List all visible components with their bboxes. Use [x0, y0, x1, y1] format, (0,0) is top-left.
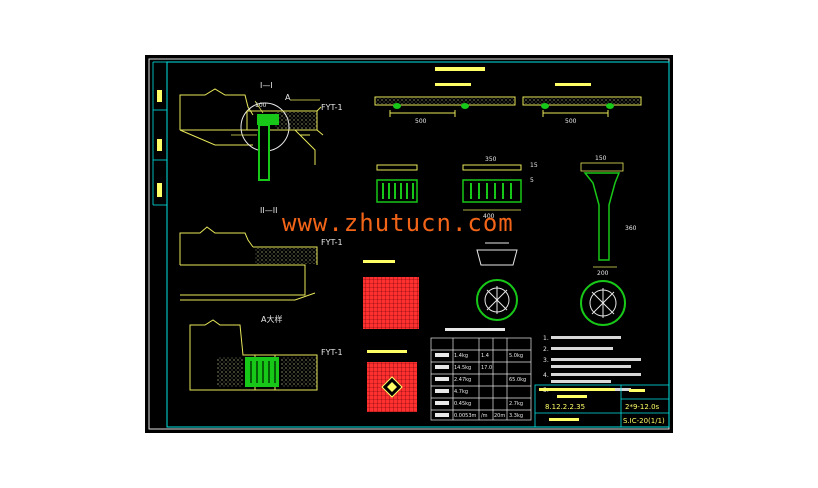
- pipe-section-outline: [580, 162, 624, 268]
- table-cell: 1.4: [481, 353, 489, 359]
- dim-500-right: 500: [565, 118, 577, 125]
- title-block-drawing-no: S.IC-20(1/1): [623, 417, 665, 425]
- table-title: [445, 328, 505, 331]
- strip-title-marks: [435, 67, 591, 86]
- table-cell: 5.0kg: [509, 353, 523, 359]
- side-strip: [152, 61, 167, 206]
- title-block-marks: [539, 388, 645, 421]
- long-strip-left-drains: [393, 103, 469, 109]
- detail-a-fill-right: [281, 357, 317, 387]
- detail-a-fill-left: [217, 357, 243, 387]
- table-cell: 0.0053m: [454, 413, 476, 419]
- long-strip-right: [522, 96, 642, 117]
- table-values: 1.4kg 14.5kg 2.47kg 4.7kg 0.45kg 0.0053m…: [454, 353, 526, 419]
- dim-15: 15: [530, 162, 538, 169]
- table-cell: 14.5kg: [454, 365, 471, 371]
- table-cell: 2.47kg: [454, 377, 471, 383]
- cad-sheet: I—I A 100 FYT-1 II—II FYT-1: [145, 55, 673, 433]
- cup-section: [476, 242, 518, 266]
- table-cell: 65.0kg: [509, 377, 526, 383]
- dim-360: 360: [625, 225, 637, 232]
- table-row-heads: [435, 353, 449, 417]
- long-strip-right-fill: [524, 98, 640, 104]
- title-block: [534, 384, 670, 428]
- grate-large: [462, 164, 522, 211]
- red-grid-title: [363, 260, 395, 263]
- section-1-green-cap: [257, 114, 279, 125]
- long-strip-right-drains: [541, 103, 614, 109]
- grate-small: [376, 164, 418, 203]
- table-cell: 4.7kg: [454, 389, 468, 395]
- section-2-fill: [255, 248, 317, 264]
- cad-drawing: I—I A 100 FYT-1 II—II FYT-1: [148, 58, 670, 430]
- watermark: www.zhutucn.com: [282, 209, 514, 237]
- note-item: 4.: [543, 372, 549, 379]
- dim-400: 400: [483, 213, 495, 220]
- quantity-table: [430, 337, 532, 421]
- inner-frame: [166, 61, 670, 428]
- table-cell: 0.45kg: [454, 401, 471, 407]
- round-grate-right: [580, 280, 626, 326]
- fyt-label-2: FYT-1: [321, 238, 343, 247]
- detail-a-title: A大样: [261, 314, 282, 324]
- section-1-title: I—I: [260, 81, 273, 90]
- section-1-fill: [275, 112, 317, 129]
- long-strip-left-fill: [376, 98, 514, 104]
- label-100: 100: [255, 102, 267, 109]
- section-2-title: II—II: [260, 206, 277, 215]
- dim-350: 350: [485, 156, 497, 163]
- title-block-date: 8.12.2.2.35: [545, 403, 585, 411]
- note-item: 3.: [543, 357, 549, 364]
- dim-150: 150: [595, 155, 607, 162]
- table-cell: 1.4kg: [454, 353, 468, 359]
- section-1-green-pipe: [258, 124, 270, 181]
- detail-a-green: [245, 357, 279, 387]
- table-cell: /m: [481, 413, 488, 419]
- detail-a-green-slots: [250, 361, 276, 383]
- red-drain-cover: [367, 362, 417, 412]
- side-strip-text: [157, 90, 162, 197]
- table-cell: 2.7kg: [509, 401, 523, 407]
- note-item: 2.: [543, 346, 549, 353]
- long-strip-left: [374, 96, 516, 117]
- fyt-label-1: FYT-1: [321, 103, 343, 112]
- callout-a: A: [285, 93, 291, 102]
- note-item: 1.: [543, 335, 549, 342]
- table-cell: 17.0: [481, 365, 492, 371]
- notes-lines: [551, 336, 641, 391]
- round-grate-left: [476, 279, 518, 321]
- red-cover-title: [367, 350, 407, 353]
- dim-200: 200: [597, 270, 609, 277]
- table-cell: 20m: [494, 413, 505, 419]
- pipe-section: [583, 172, 621, 261]
- red-drain-grid: [363, 277, 419, 329]
- title-block-scale: 2*9-12.0s: [625, 403, 660, 411]
- dim-500-left: 500: [415, 118, 427, 125]
- section-1-leaders: [231, 99, 320, 136]
- table-cell: 3.3kg: [509, 413, 523, 419]
- fyt-label-3: FYT-1: [321, 348, 343, 357]
- dim-5: 5: [530, 177, 534, 184]
